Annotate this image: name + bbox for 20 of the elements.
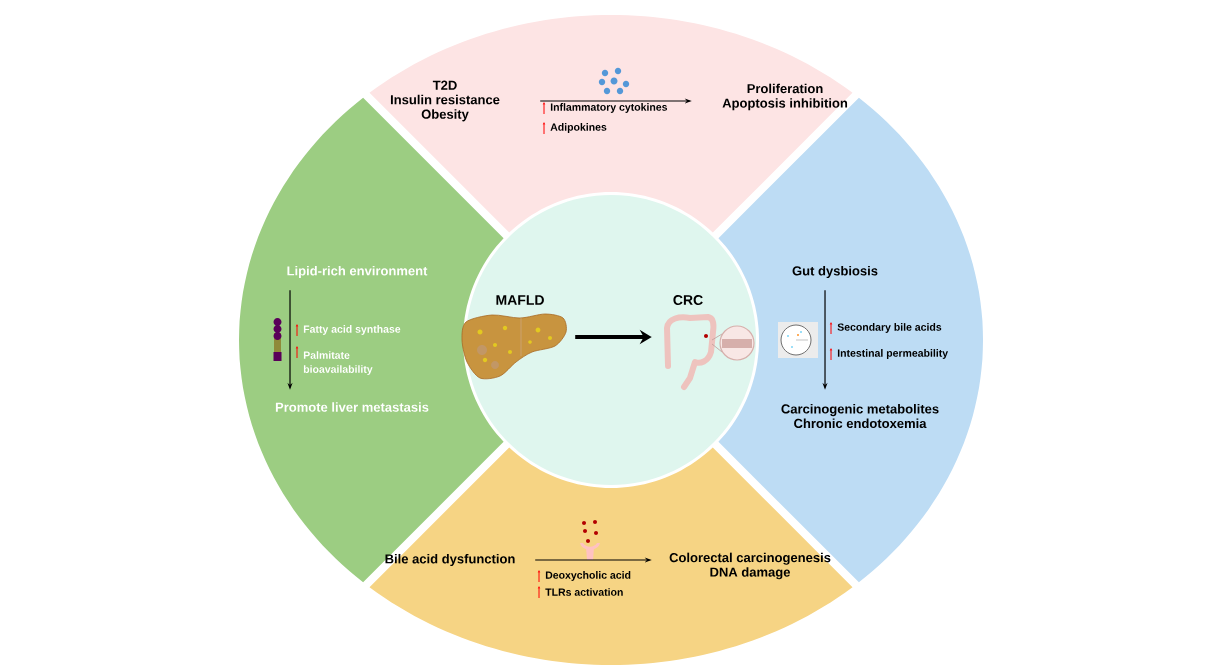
- label-text: Inflammatory cytokines: [550, 103, 668, 113]
- label-text: Adipokines: [550, 123, 607, 133]
- heading-text: Lipid-rich environment: [287, 265, 428, 279]
- label-text: Fatty acid synthase: [303, 325, 401, 335]
- label-text: Deoxycholic acid: [545, 571, 631, 581]
- heading-text: Bile acid dysfunction: [385, 553, 515, 567]
- disease-label: MAFLD: [496, 295, 544, 305]
- label-text: TLRs activation: [545, 588, 623, 596]
- label-text: Intestinal permeability: [837, 349, 948, 359]
- label-text: Palmitate bioavailability: [303, 351, 373, 375]
- sector-band: [369, 447, 853, 665]
- heading-text: Promote liver metastasis: [275, 402, 429, 412]
- sector-band: [369, 15, 853, 233]
- heading-text: T2D Insulin resistance Obesity: [390, 80, 500, 122]
- heading-text: Carcinogenic metabolites Chronic endotoxemia: [781, 403, 939, 429]
- heading-text: Proliferation Apoptosis inhibition: [722, 83, 848, 111]
- disease-label: CRC: [673, 295, 703, 305]
- heading-text: Gut dysbiosis: [792, 265, 878, 279]
- heading-text: Colorectal carcinogenesis DNA damage: [669, 552, 831, 580]
- label-text: Secondary bile acids: [837, 323, 942, 333]
